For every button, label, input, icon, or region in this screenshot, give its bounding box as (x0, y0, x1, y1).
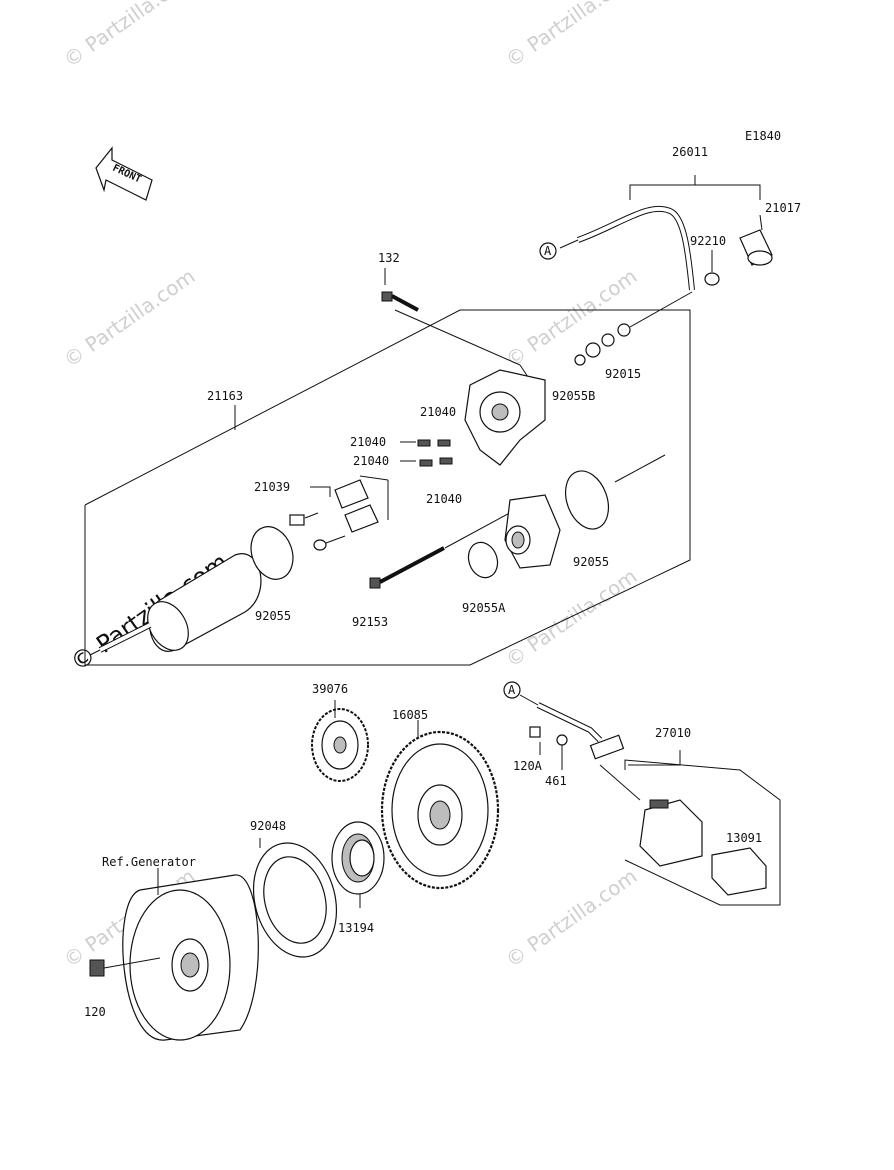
nut-92210-icon (704, 272, 720, 286)
starter-cable-group: A (539, 175, 773, 291)
callout-a-top-label: A (544, 244, 552, 258)
starter-relay-icon (639, 799, 703, 867)
o-ring-92055b-icon (574, 354, 586, 366)
bolt-120a-icon (529, 726, 541, 738)
front-arrow: FRONT (95, 146, 153, 201)
part-label: 13194 (338, 921, 374, 935)
watermark-text: © Partzilla.com (501, 864, 641, 972)
generator-rotor-icon (122, 874, 259, 1041)
part-label: 92055A (462, 601, 506, 615)
washer-461-icon (556, 734, 568, 746)
diagram-code: E1840 (745, 129, 781, 143)
plate-92048-icon (252, 842, 338, 958)
part-label: 461 (545, 774, 567, 788)
part-label: 21039 (254, 480, 290, 494)
starter-rear-cover-icon (464, 369, 546, 466)
starter-relay-group: A (503, 681, 781, 906)
part-label: 21163 (207, 389, 243, 403)
part-label: 120 (84, 1005, 106, 1019)
part-label: 92055 (255, 609, 291, 623)
through-bolt-92153-icon (369, 546, 445, 589)
part-label: 92210 (690, 234, 726, 248)
part-label: 21017 (765, 201, 801, 215)
o-ring-92055-right-icon (564, 470, 610, 530)
callout-a-bottom-label: A (508, 683, 516, 697)
relay-cover-13091-icon (711, 847, 767, 896)
starter-motor-yoke-icon (89, 553, 262, 656)
o-ring-92055a-icon (467, 541, 499, 579)
brush-springs-21040-icon (417, 439, 453, 467)
part-label: 27010 (655, 726, 691, 740)
ref-generator-label: Ref.Generator (102, 855, 196, 869)
part-label: 21040 (420, 405, 456, 419)
cap-21017-icon (739, 229, 773, 266)
bolt-132-icon (381, 291, 419, 312)
watermark-text: © Partzilla.com (501, 264, 641, 372)
part-label: 92055 (573, 555, 609, 569)
part-label: 132 (378, 251, 400, 265)
part-label: 21040 (353, 454, 389, 468)
watermark-text: © Partzilla.com (59, 0, 199, 72)
callout-a-top (539, 242, 557, 260)
part-label: 26011 (672, 145, 708, 159)
part-label: 21040 (426, 492, 462, 506)
part-labels: 26011 21017 92210 132 92015 92055B 21163… (84, 145, 801, 1019)
part-label: 92153 (352, 615, 388, 629)
part-label: 39076 (312, 682, 348, 696)
callout-a-bottom (503, 681, 521, 699)
part-label: 21040 (350, 435, 386, 449)
washer-icon (585, 342, 601, 358)
part-label: 13091 (726, 831, 762, 845)
brush-holder-21039-icon (289, 475, 389, 551)
o-ring-92055-left-icon (250, 526, 294, 580)
clutch-gear-16085-icon (380, 730, 500, 890)
watermark-text: © Partzilla.com (501, 564, 641, 672)
watermark-text: © Partzilla.com (501, 0, 641, 72)
part-label: 92015 (605, 367, 641, 381)
one-way-clutch-13194-icon (331, 821, 385, 895)
idle-gear-39076-icon (311, 708, 369, 782)
part-label: 92048 (250, 819, 286, 833)
part-label: 92055B (552, 389, 595, 403)
bolt-120-icon (89, 957, 161, 977)
watermark-text: © Partzilla.com (59, 264, 199, 372)
part-label: 16085 (392, 708, 428, 722)
part-label: 120A (513, 759, 543, 773)
nut-92015-icon (617, 323, 631, 337)
starter-front-cover-icon (504, 494, 561, 569)
washer-icon (601, 333, 615, 347)
